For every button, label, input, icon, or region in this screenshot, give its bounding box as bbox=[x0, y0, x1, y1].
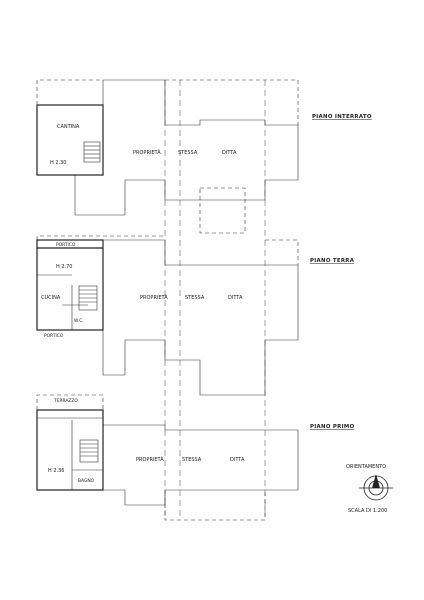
ground-property-outline bbox=[102, 239, 299, 396]
ground-height-label: H 2.70 bbox=[56, 264, 72, 270]
ground-property-label: PROPRIETÀ bbox=[140, 294, 168, 301]
north-arrow-icon bbox=[359, 474, 393, 501]
floor-ground: PIANO TERRA PORTICO H 2.70 CUCINA PORTIC… bbox=[36, 235, 355, 396]
basement-cantina-walls bbox=[36, 104, 104, 176]
first-stair bbox=[79, 439, 99, 463]
basement-title: PIANO INTERRATO bbox=[312, 114, 372, 120]
first-property-outline bbox=[103, 424, 299, 506]
first-firm-label: DITTA bbox=[230, 457, 245, 463]
ground-same-label: STESSA bbox=[185, 295, 205, 301]
first-title: PIANO PRIMO bbox=[310, 424, 355, 430]
floor-basement: PIANO INTERRATO CANTINA H 2.30 PROPRIETÀ… bbox=[36, 79, 372, 234]
basement-same-label: STESSA bbox=[178, 150, 198, 156]
first-unit-walls bbox=[36, 409, 104, 491]
ground-portico-bottom-label: PORTICO bbox=[44, 333, 64, 339]
ground-unit-walls bbox=[36, 239, 104, 331]
basement-room-label: CANTINA bbox=[57, 124, 80, 130]
ground-portico-top-label: PORTICO bbox=[56, 242, 76, 248]
first-property-label: PROPRIETÀ bbox=[136, 456, 164, 463]
ground-wc-label: W.C. bbox=[74, 318, 84, 324]
basement-property-outline bbox=[74, 79, 299, 216]
basement-height-label: H 2.30 bbox=[50, 160, 66, 166]
first-bath-label: BAGNO bbox=[78, 478, 95, 484]
ground-kitchen-label: CUCINA bbox=[41, 295, 61, 301]
first-same-label: STESSA bbox=[182, 457, 202, 463]
alignment-guides bbox=[164, 80, 266, 520]
ground-title: PIANO TERRA bbox=[310, 258, 355, 264]
scale-label: SCALA DI 1:200 bbox=[348, 508, 387, 514]
basement-stair bbox=[83, 141, 101, 163]
first-height-label: H 2.36 bbox=[48, 468, 64, 474]
legend: ORIENTAMENTO SCALA DI 1:200 bbox=[346, 464, 393, 514]
basement-firm-label: DITTA bbox=[222, 150, 237, 156]
basement-property-label: PROPRIETÀ bbox=[133, 149, 161, 156]
floor-first: PIANO PRIMO TERRAZZO H 2.36 BAGNO PROPRI… bbox=[36, 394, 355, 521]
orientation-label: ORIENTAMENTO bbox=[346, 464, 386, 470]
first-terrace-label: TERRAZZO bbox=[53, 398, 78, 404]
ground-firm-label: DITTA bbox=[228, 295, 243, 301]
